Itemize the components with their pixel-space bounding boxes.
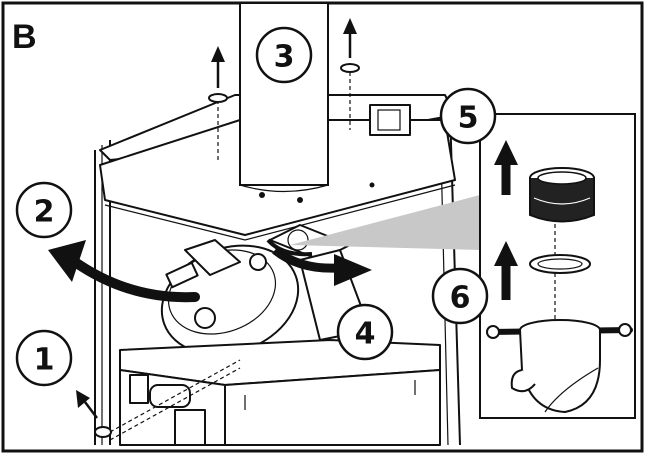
callout-5: 5	[439, 87, 497, 145]
callout-3-label: 3	[274, 40, 295, 75]
elbow-fitting	[486, 319, 633, 413]
callout-5-label: 5	[458, 101, 479, 136]
detail-beam	[290, 195, 480, 250]
callout-3: 3	[255, 26, 313, 84]
callout-1: 1	[15, 329, 73, 387]
seal-ring	[529, 167, 595, 223]
callout-2-label: 2	[34, 195, 55, 230]
callout-4: 4	[336, 303, 394, 361]
screw-left	[208, 46, 228, 160]
gasket	[529, 254, 591, 274]
callout-2: 2	[15, 181, 73, 239]
callout-4-label: 4	[355, 317, 376, 352]
callout-6: 6	[431, 267, 489, 325]
panel-letter: B	[12, 18, 37, 56]
callout-6-label: 6	[450, 281, 471, 316]
screw-right	[340, 18, 360, 130]
rotate-arrow	[48, 240, 200, 303]
pull-arrow	[266, 238, 372, 286]
screw-bottom	[76, 359, 241, 441]
callout-1-label: 1	[34, 343, 55, 378]
